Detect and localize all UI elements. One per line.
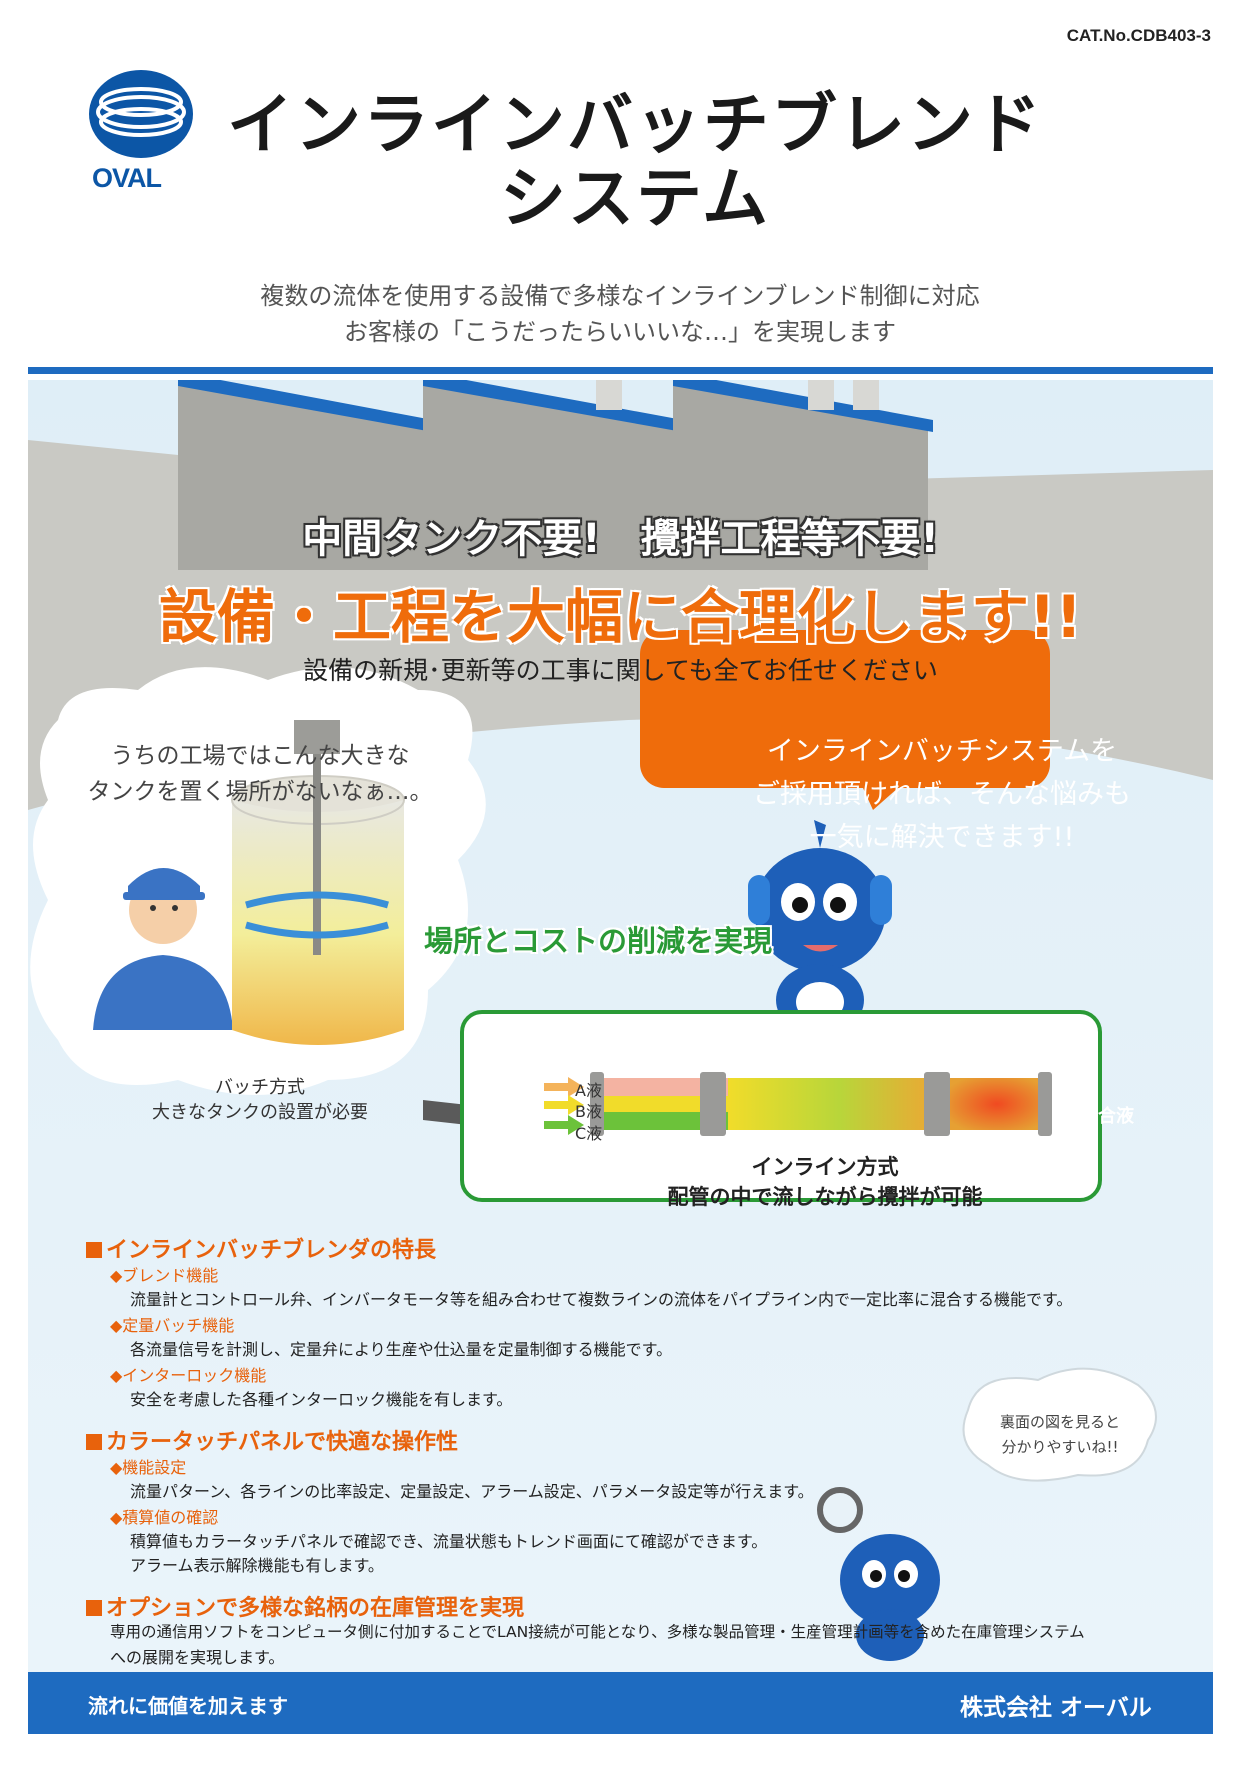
mascot-thought-line-1: 裏面の図を見ると [999, 1413, 1120, 1431]
section-features-heading: インラインバッチブレンダの特長 [86, 1232, 436, 1264]
section-option-title: オプションで多様な銘柄の在庫管理を実現 [106, 1596, 525, 1621]
batch-function-title: ◆定量バッチ機能 [110, 1316, 235, 1335]
section-option-heading: オプションで多様な銘柄の在庫管理を実現 [86, 1590, 524, 1622]
batch-function-text: 各流量信号を計測し、定量弁により生産や仕込量を定量制御する機能です。 [130, 1340, 673, 1359]
interlock-function-title: ◆インターロック機能 [110, 1366, 267, 1385]
cloud-line-1: うちの工場ではこんな大きな [110, 743, 410, 769]
inline-caption: インライン方式 配管の中で流しながら攪拌が可能 [540, 1152, 1110, 1212]
section-touchpanel-heading: カラータッチパネルで快適な操作性 [86, 1424, 458, 1456]
liquid-b-label: B液 [575, 1102, 602, 1121]
option-text-2: への展開を実現します。 [110, 1648, 285, 1667]
inline-caption-line-2: 配管の中で流しながら攪拌が可能 [667, 1185, 983, 1209]
liquid-a-label: A液 [575, 1081, 602, 1100]
blend-function-text: 流量計とコントロール弁、インバータモータ等を組み合わせて複数ラインの流体をパイプ… [130, 1290, 1073, 1309]
cloud-line-2: タンクを置く場所がないなぁ…。 [87, 779, 433, 805]
hero-illustration [28, 380, 1213, 1672]
logo-text: OVAL [92, 163, 162, 193]
cost-reduction-heading: 場所とコストの削減を実現 [424, 924, 773, 958]
batch-caption: バッチ方式 大きなタンクの設置が必要 [80, 1075, 440, 1125]
blend-function-title: ◆ブレンド機能 [110, 1266, 219, 1285]
batch-caption-line-2: 大きなタンクの設置が必要 [152, 1102, 368, 1123]
bubble-line-1: インラインバッチシステムを [766, 736, 1118, 767]
batch-caption-line-1: バッチ方式 [215, 1077, 305, 1098]
footer-bar [28, 1672, 1213, 1734]
mascot-thought-line-2: 分かりやすいね!! [1001, 1438, 1119, 1456]
liquid-c-label: C液 [575, 1124, 603, 1143]
square-bullet-icon [86, 1242, 102, 1258]
settings-function-text: 流量パターン、各ラインの比率設定、定量設定、アラーム設定、パラメータ設定等が行え… [130, 1482, 814, 1501]
mixed-liquid-label: 混合液 [1080, 1106, 1134, 1127]
catalog-number: CAT.No.CDB403-3 [1066, 26, 1211, 45]
settings-function-title: ◆機能設定 [110, 1458, 187, 1477]
speech-bubble: インラインバッチシステムを ご採用頂ければ、そんな悩みも 一気に解決できます!! [722, 730, 1162, 859]
section-touchpanel-title: カラータッチパネルで快適な操作性 [106, 1430, 459, 1455]
option-text-1: 専用の通信用ソフトをコンピュータ側に付加することでLAN接続が可能となり、多様な… [110, 1623, 1085, 1641]
footer-company: 株式会社 オーバル [960, 1695, 1152, 1721]
hero-slogan-3: 設備の新規･更新等の工事に関しても全てお任せください [303, 656, 938, 685]
cloud-text: うちの工場ではこんな大きな タンクを置く場所がないなぁ…。 [60, 738, 460, 810]
inline-caption-line-1: インライン方式 [751, 1155, 899, 1179]
oval-logo-icon [89, 70, 193, 158]
header-divider [28, 367, 1213, 374]
totals-function-text-2: アラーム表示解除機能も有します。 [130, 1556, 384, 1575]
title-line-1: インラインバッチブレンド [227, 86, 1043, 163]
subtitle-line-1: 複数の流体を使用する設備で多様なインラインブレンド制御に対応 [260, 282, 980, 310]
bubble-line-2: ご採用頂ければ、そんな悩みも [753, 779, 1131, 810]
totals-function-title: ◆積算値の確認 [110, 1508, 219, 1527]
page-title: インラインバッチブレンド システム [220, 88, 1050, 236]
interlock-function-text: 安全を考慮した各種インターロック機能を有します。 [130, 1390, 513, 1409]
hero-slogan-1: 中間タンク不要! 攪拌工程等不要! [302, 516, 939, 562]
square-bullet-icon [86, 1600, 102, 1616]
hero-slogan-2: 設備・工程を大幅に合理化します!! [159, 583, 1082, 651]
bubble-line-3: 一気に解決できます!! [809, 822, 1075, 853]
subtitle: 複数の流体を使用する設備で多様なインラインブレンド制御に対応 お客様の「こうだっ… [170, 278, 1070, 350]
section-features-title: インラインバッチブレンダの特長 [106, 1238, 437, 1263]
totals-function-text-1: 積算値もカラータッチパネルで確認でき、流量状態もトレンド画面にて確認ができます。 [130, 1532, 768, 1551]
footer-tagline: 流れに価値を加えます [88, 1694, 288, 1718]
square-bullet-icon [86, 1434, 102, 1450]
subtitle-line-2: お客様の「こうだったらいいいな…」を実現します [344, 318, 896, 346]
title-line-2: システム [499, 160, 771, 237]
mascot-thought: 裏面の図を見ると 分かりやすいね!! [970, 1410, 1150, 1460]
